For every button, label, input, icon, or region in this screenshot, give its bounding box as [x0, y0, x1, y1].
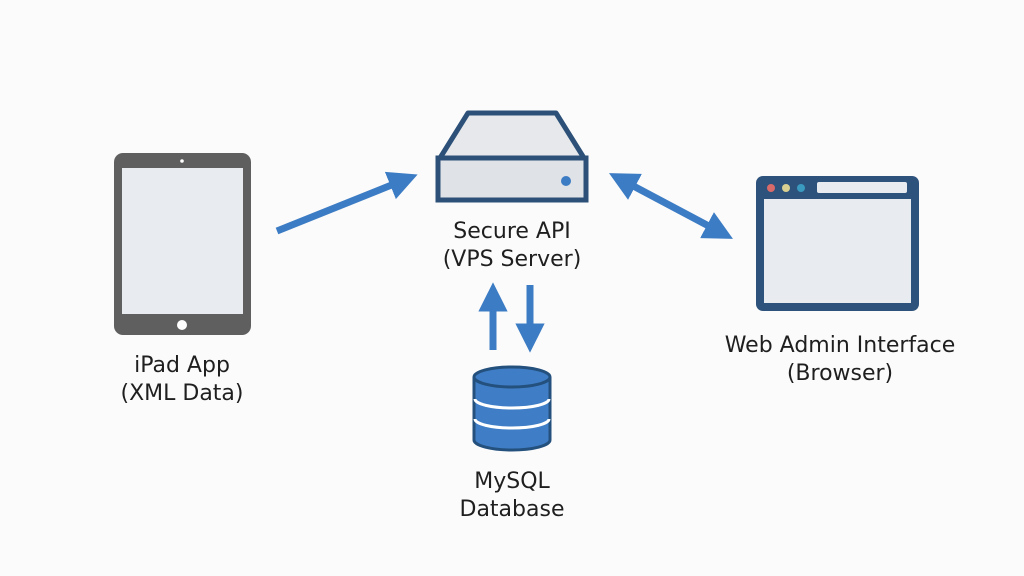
web-admin-title: Web Admin Interface — [724, 333, 956, 358]
secure-api-subtitle: (VPS Server) — [442, 247, 582, 272]
arrow-api-web-bidirectional — [609, 173, 733, 239]
mysql-database-label: MySQL Database — [460, 468, 565, 524]
secure-api-label: Secure API (VPS Server) — [443, 218, 582, 274]
web-admin-label: Web Admin Interface (Browser) — [725, 332, 956, 388]
tablet-icon — [114, 153, 251, 335]
server-icon — [435, 110, 589, 203]
browser-window-icon — [756, 176, 919, 311]
ipad-app-label: iPad App (XML Data) — [121, 352, 244, 408]
ipad-app-subtitle: (XML Data) — [120, 381, 244, 406]
web-admin-subtitle: (Browser) — [786, 361, 894, 386]
arrow-ipad-to-api — [275, 171, 418, 235]
mysql-database-title: MySQL — [474, 469, 550, 494]
secure-api-title: Secure API — [453, 219, 571, 244]
database-icon — [472, 365, 552, 452]
mysql-database-subtitle: Database — [459, 497, 565, 522]
ipad-app-title: iPad App — [134, 353, 230, 378]
